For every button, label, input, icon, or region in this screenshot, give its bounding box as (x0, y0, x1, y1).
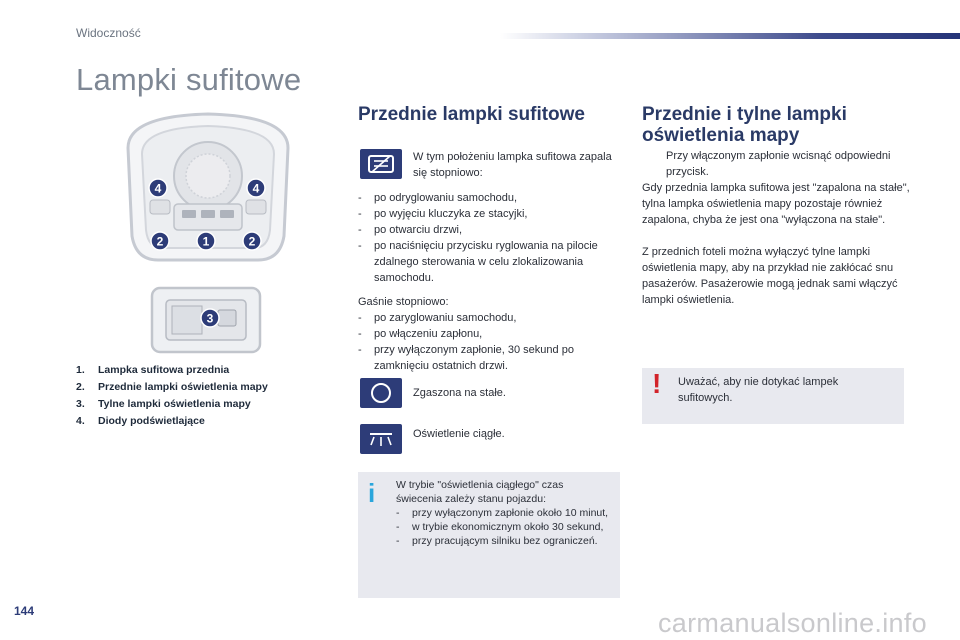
list-item: -po włączeniu zapłonu, (358, 328, 483, 340)
right-heading-line1: Przednie i tylne lampki (642, 104, 847, 125)
right-heading: Przednie i tylne lampki oświetlenia mapy (642, 104, 912, 146)
legend-item: 3.Tylne lampki oświetlenia mapy (76, 398, 251, 410)
legend-item: 1.Lampka sufitowa przednia (76, 364, 230, 376)
callout-3: 3 (200, 308, 220, 328)
light-on-gradual-icon (360, 149, 402, 179)
middle-heading: Przednie lampki sufitowe (358, 104, 585, 125)
callout-2-right: 2 (242, 231, 262, 251)
warning-text: Uważać, aby nie dotykać lampek sufitowyc… (678, 376, 839, 404)
section-label: Widoczność (76, 26, 141, 40)
light-off-icon (360, 378, 402, 408)
callout-4-left: 4 (148, 178, 168, 198)
icon3-text: Oświetlenie ciągłe. (413, 428, 505, 440)
info-item: -w trybie ekonomicznym około 30 sekund, (396, 521, 604, 533)
list-lights-off: -po zaryglowaniu samochodu, -po włączeni… (358, 310, 614, 374)
right-para2: Z przednich foteli można wyłączyć tylne … (642, 246, 898, 306)
page-number: 144 (14, 604, 35, 618)
list-item: -po wyjęciu kluczyka ze stacyjki, (358, 208, 528, 220)
callout-badges: 4 4 2 1 2 (148, 178, 266, 251)
fade-intro: Gaśnie stopniowo: (358, 296, 449, 308)
page-title: Lampki sufitowe (76, 62, 302, 97)
info-icon: i (368, 478, 376, 508)
list-lights-on: -po odryglowaniu samochodu, -po wyjęciu … (358, 190, 614, 286)
info-intro: W trybie "oświetlenia ciągłego" czas świ… (396, 479, 564, 505)
warning-icon: ! (652, 368, 662, 399)
warning-box: ! Uważać, aby nie dotykać lampek sufitow… (642, 368, 904, 424)
callout-1: 1 (196, 231, 216, 251)
info-text: W trybie "oświetlenia ciągłego" czas świ… (396, 478, 611, 548)
rear-map-light-illustration: 3 (150, 286, 262, 354)
pointer-icon (642, 148, 666, 180)
right-para1: Gdy przednia lampka sufitowa jest "zapal… (642, 182, 910, 226)
right-heading-line2: oświetlenia mapy (642, 125, 800, 146)
info-item: -przy pracującym silniku bez ograniczeń. (396, 535, 598, 547)
callout-2-left: 2 (150, 231, 170, 251)
info-item: -przy wyłączonym zapłonie około 10 minut… (396, 507, 609, 519)
callout-4-right: 4 (246, 178, 266, 198)
svg-text:4: 4 (253, 182, 260, 196)
list-item: -po odryglowaniu samochodu, (358, 192, 518, 204)
svg-text:4: 4 (155, 182, 162, 196)
legend-item: 2.Przednie lampki oświetlenia mapy (76, 381, 268, 393)
right-bullet: Przy włączonym zapłonie wcisnąć odpowied… (642, 148, 910, 180)
legend: 1.Lampka sufitowa przednia 2.Przednie la… (76, 362, 326, 430)
icon2-text: Zgaszona na stałe. (413, 387, 506, 399)
svg-text:2: 2 (249, 235, 256, 249)
legend-item: 4.Diody podświetlające (76, 415, 205, 427)
light-continuous-icon (360, 424, 402, 454)
watermark: carmanualsonline.info (658, 608, 927, 638)
list-item: -po naciśnięciu przycisku ryglowania na … (358, 240, 598, 284)
icon1-text: W tym położeniu lampka sufitowa zapala s… (413, 151, 612, 179)
list-item: -przy wyłączonym zapłonie, 30 sekund po … (358, 344, 574, 372)
info-box: i W trybie "oświetlenia ciągłego" czas ś… (358, 472, 620, 598)
list-item: -po otwarciu drzwi, (358, 224, 463, 236)
svg-text:2: 2 (157, 235, 164, 249)
svg-text:1: 1 (203, 235, 210, 249)
svg-text:3: 3 (207, 312, 214, 326)
header-bar (500, 33, 960, 39)
list-item: -po zaryglowaniu samochodu, (358, 312, 517, 324)
